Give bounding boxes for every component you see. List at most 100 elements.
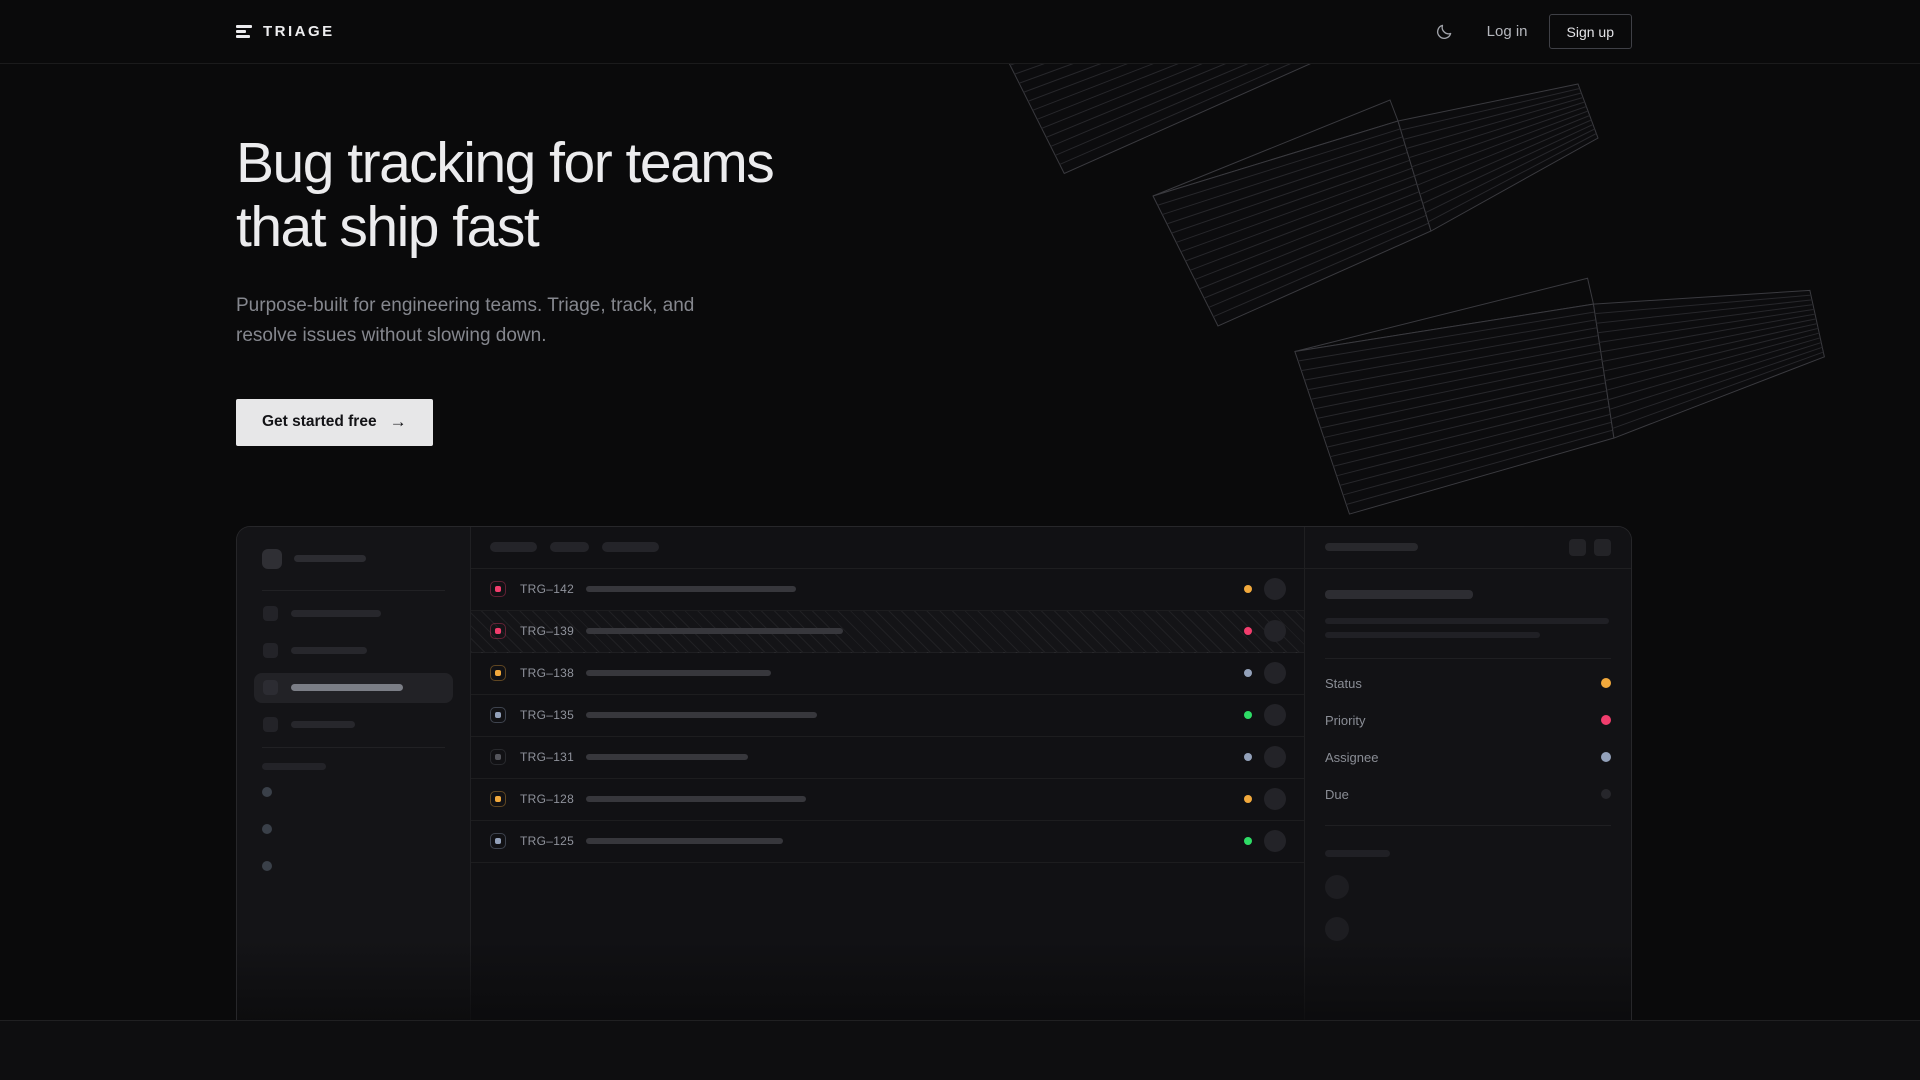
skeleton-text-line: [1325, 631, 1540, 638]
skeleton-icon: [263, 606, 278, 622]
status-dot: [1244, 669, 1252, 678]
field-value-dot: [1601, 715, 1611, 726]
skeleton-bar: [1325, 543, 1418, 552]
hero-subtitle: Purpose-built for engineering teams. Tri…: [236, 294, 695, 346]
skeleton-icon: [263, 680, 278, 696]
signup-button[interactable]: Sign up: [1548, 14, 1632, 49]
skeleton-tab-pill: [490, 542, 537, 553]
skeleton-icon-button: [1594, 538, 1611, 556]
issue-id: TRG–142: [520, 582, 575, 597]
skeleton-title-bar: [586, 628, 843, 635]
divider: [262, 589, 445, 591]
issue-type-icon: [490, 749, 506, 766]
issue-row: TRG–125: [471, 821, 1304, 863]
issue-type-icon: [490, 623, 506, 640]
skeleton-icon: [263, 643, 278, 659]
assignee-avatar: [1264, 620, 1286, 643]
skeleton-bar: [294, 555, 366, 563]
assignee-avatar: [1264, 662, 1286, 685]
issue-type-icon: [490, 707, 506, 724]
field-label: Priority: [1325, 712, 1366, 728]
issue-row: TRG–142: [471, 569, 1304, 611]
field-value-dot: [1601, 789, 1611, 800]
brand-logo: TRIAGE: [236, 23, 335, 40]
skeleton-bar: [291, 721, 355, 729]
mockup-sidebar-item: [254, 636, 453, 666]
divider: [262, 746, 445, 748]
issue-id: TRG–125: [520, 834, 575, 849]
field-label: Assignee: [1325, 749, 1379, 765]
theme-toggle-button[interactable]: [1435, 23, 1453, 41]
field-label: Due: [1325, 786, 1349, 802]
detail-field-row: Priority: [1325, 702, 1611, 739]
mockup-sidebar-item: [254, 599, 453, 629]
issue-row: TRG–135: [471, 695, 1304, 737]
skeleton-bar: [291, 610, 381, 618]
skeleton-avatar: [1325, 874, 1349, 899]
brand-name: TRIAGE: [263, 23, 335, 40]
skeleton-title-bar: [586, 586, 796, 593]
assignee-avatar: [1264, 830, 1286, 853]
mockup-sidebar: [237, 526, 471, 1020]
get-started-button[interactable]: Get started free →: [236, 398, 433, 446]
skeleton-bar: [291, 684, 403, 692]
issue-type-icon: [490, 581, 506, 598]
mockup-sidebar-item: [254, 710, 453, 740]
skeleton-tab-pill: [602, 542, 659, 553]
workspace-avatar: [262, 548, 282, 569]
skeleton-bar: [291, 647, 367, 655]
assignee-avatar: [1264, 746, 1286, 769]
skeleton-dot: [262, 786, 272, 797]
issue-row: TRG–128: [471, 779, 1304, 821]
issue-id: TRG–138: [520, 666, 575, 681]
skeleton-title-bar: [586, 712, 817, 719]
issue-id: TRG–139: [520, 624, 575, 639]
issue-type-icon: [490, 833, 506, 850]
assignee-avatar: [1264, 788, 1286, 811]
issue-row: TRG–139: [471, 610, 1304, 653]
status-dot: [1244, 711, 1252, 720]
divider: [1325, 657, 1611, 659]
field-label: Status: [1325, 675, 1362, 691]
moon-icon: [1436, 24, 1451, 39]
status-dot: [1244, 753, 1252, 762]
assignee-avatar: [1264, 704, 1286, 727]
status-dot: [1244, 585, 1252, 594]
issue-type-icon: [490, 791, 506, 808]
detail-header-actions: [1569, 538, 1611, 556]
divider: [1325, 824, 1611, 826]
skeleton-title-bar: [1325, 589, 1473, 599]
get-started-label: Get started free: [262, 413, 377, 431]
skeleton-tab-pill: [550, 542, 589, 553]
status-dot: [1244, 627, 1252, 636]
skeleton-icon: [263, 717, 278, 733]
status-dot: [1244, 795, 1252, 804]
login-link[interactable]: Log in: [1486, 23, 1528, 40]
nav-actions: Log in Sign up: [1435, 14, 1632, 49]
status-dot: [1244, 837, 1252, 846]
skeleton-title-bar: [586, 838, 783, 845]
skeleton-title-bar: [586, 796, 806, 803]
issue-id: TRG–135: [520, 708, 575, 723]
field-value-dot: [1601, 752, 1611, 763]
skeleton-title-bar: [586, 670, 771, 677]
skeleton-section-label: [1325, 849, 1390, 857]
skeleton-text-line: [1325, 617, 1609, 624]
skeleton-dot: [262, 823, 272, 834]
triage-logo-icon: [236, 25, 252, 38]
skeleton-dot: [262, 860, 272, 871]
issue-row: TRG–138: [471, 653, 1304, 695]
mockup-list-tabs: [471, 527, 1304, 569]
skeleton-title-bar: [586, 754, 748, 761]
top-nav: TRIAGE Log in Sign up: [0, 0, 1920, 64]
assignee-avatar: [1264, 578, 1286, 601]
mockup-sidebar-nav: [254, 599, 453, 740]
field-value-dot: [1601, 678, 1611, 689]
